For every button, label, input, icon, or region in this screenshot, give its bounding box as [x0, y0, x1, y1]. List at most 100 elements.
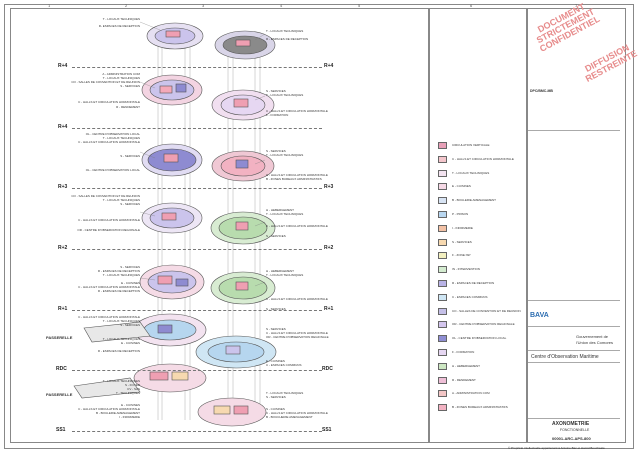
annotation-left: CO - SALLES DE CONVENTION ET DE REUNION — [71, 80, 140, 84]
annotation-right: C - ESPACES COMMUNS — [266, 363, 302, 367]
annotation-left: R- ESPACES DE RECEPTION — [98, 24, 140, 28]
annotation-right: S - SERVICES — [266, 234, 286, 238]
grid-tick: 3 — [202, 3, 205, 8]
annotation-right: T - LOCAUX TECHNIQUES — [266, 391, 304, 395]
legend-swatch — [438, 183, 447, 191]
right-floor-r2 — [210, 271, 276, 305]
left-floor-r2 — [139, 264, 205, 300]
annotation-left: C - HALLS ET CIRCULATION HORIZONTALE — [78, 100, 140, 104]
annotation-left: T - LOCAUX TECHNIQUES — [102, 319, 140, 323]
annotation-right: F - FORMATION — [266, 113, 289, 117]
passerelle-label: PASSERELLE — [46, 335, 73, 340]
outer-frame — [4, 4, 634, 449]
legend-label: C - ESPACES COMMUNS — [452, 294, 488, 299]
level-line — [72, 249, 322, 250]
annotation-left: I - INFIRMERIE — [119, 415, 140, 419]
legend-frame — [428, 8, 528, 443]
annotation-right: E - CUISINES — [266, 359, 285, 363]
annotation-left: OL - CENTRE D'OBSERVATION LOCAL — [85, 132, 140, 136]
annotation-right: B - BOUCHERIE AMENAGEMENT — [266, 415, 313, 419]
project-code: DPC/BMC-MB — [530, 89, 553, 93]
annotation-left: C - HALLS ET CIRCULATION HORIZONTALE — [78, 407, 140, 411]
level-label: R+3 — [324, 184, 334, 190]
annotation-left: T - LOCAUX TECHNIQUES — [102, 337, 140, 341]
annotation-left: S - SERVICES — [120, 323, 140, 327]
tb-divider — [528, 350, 620, 351]
level-label: R+4 — [324, 63, 334, 69]
tb-divider — [528, 362, 620, 363]
annotation-right: T - LOCAUX TECHNIQUES — [266, 212, 304, 216]
annotation-left: E - CUISINES — [121, 281, 140, 285]
legend-label: B - BOULERIE AMENAGEMENT — [452, 198, 497, 203]
annotation-left: S - FOYER — [124, 383, 140, 387]
level-line — [72, 128, 322, 129]
level-label: SS1 — [322, 427, 332, 433]
left-floor-r3 — [141, 202, 203, 234]
annotation-left: R - ESPACES DE RECEPTION — [97, 269, 140, 273]
legend-swatch — [438, 307, 447, 315]
annotation-left: C - HALLS ET CIRCULATION HORIZONTALE — [78, 218, 140, 222]
legend-swatch — [438, 362, 447, 370]
passerelle-bridges — [73, 321, 151, 399]
annotation-left: R - ESPACES DE RECEPTION — [97, 289, 140, 293]
annotation-right: C - HALLS ET CIRCULATION HORIZONTALE — [266, 297, 328, 301]
annotation-right: C - HALLS ET CIRCULATION HORIZONTALE — [266, 224, 328, 228]
annotation-left: T - LOCAUX TECHNIQUES — [102, 76, 140, 80]
tb-divider — [528, 300, 620, 301]
level-line — [72, 431, 322, 432]
right-floor-r1 — [195, 335, 277, 369]
legend-swatch — [438, 142, 447, 149]
right-floor-r3b — [211, 150, 275, 182]
legend-label: IN - INTERVENTION — [452, 267, 480, 272]
legend-swatch — [438, 404, 447, 412]
annotation-left: T - LOCAUX TECHNIQUES — [102, 273, 140, 277]
legend-label: A - ADMINISTRATION COM — [452, 391, 490, 396]
annotation-left: S - SERVICES — [120, 84, 140, 88]
annotation-left: CO - SALLES DE CONVENTION ET DE REUNION — [71, 194, 140, 198]
level-label: R+3 — [58, 184, 68, 190]
annotation-right: S - SERVICES — [266, 395, 286, 399]
legend-swatch — [438, 211, 447, 218]
legend-label: F - FORMATION — [452, 350, 475, 354]
left-floor-r4 — [141, 74, 203, 106]
annotation-right: S - CUISINES — [266, 407, 285, 411]
level-label: R+2 — [58, 245, 68, 251]
annotation-left: S - SERVICES — [120, 202, 140, 206]
leader-lines — [139, 21, 266, 287]
legend-label: P - PRISON — [452, 212, 469, 216]
legend-swatch — [438, 155, 447, 163]
right-floor-r3 — [210, 211, 276, 245]
level-label: R+4 — [58, 63, 68, 69]
annotation-right: H - HEBERGEMENT — [266, 269, 295, 273]
annotation-right: H - HEBERGEMENT — [266, 208, 295, 212]
passerelle-label: PASSERELLE — [46, 392, 73, 397]
left-floor-rdc — [133, 363, 207, 393]
level-label: R+1 — [324, 306, 334, 312]
sheet-subtitle: FONCTIONNELLE — [560, 428, 590, 432]
legend-swatch — [438, 224, 447, 232]
company-logo: BAVA — [530, 312, 549, 319]
tb-divider — [528, 326, 620, 327]
legend-swatch — [438, 252, 447, 260]
annotation-left: OL - CENTRE D'OBSERVATION LOCAL — [85, 168, 140, 172]
level-label: R+4 — [58, 124, 68, 130]
annotation-right: C - HALLS ET CIRCULATION HORIZONTALE — [266, 109, 328, 113]
annotation-left: C - HALLS ET CIRCULATION HORIZONTALE — [78, 315, 140, 319]
annotation-right: T - LOCAUX TECHNIQUES — [266, 273, 304, 277]
right-floor-r4 — [211, 89, 275, 121]
annotation-right: S - SERVICES — [266, 327, 286, 331]
level-line — [72, 370, 322, 371]
legend-swatch — [438, 238, 447, 246]
annotation-left: S - SERVICES — [120, 154, 140, 158]
left-floor-r3b — [141, 143, 203, 177]
annotation-right: T - LOCAUX TECHNIQUES — [266, 29, 304, 33]
annotation-left: C - HALLS ET CIRCULATION HORIZONTALE — [78, 140, 140, 144]
annotation-left: T - TECHNIQUES — [115, 391, 140, 395]
annotation-right: S - SERVICES — [266, 89, 286, 93]
legend-swatch — [438, 376, 447, 384]
tb-divider — [528, 130, 620, 131]
annotation-right: T - LOCAUX TECHNIQUES — [266, 93, 304, 97]
level-label: R+2 — [324, 245, 334, 251]
annotation-right: C - HALLS ET CIRCULATION HORIZONTALE — [266, 173, 328, 177]
